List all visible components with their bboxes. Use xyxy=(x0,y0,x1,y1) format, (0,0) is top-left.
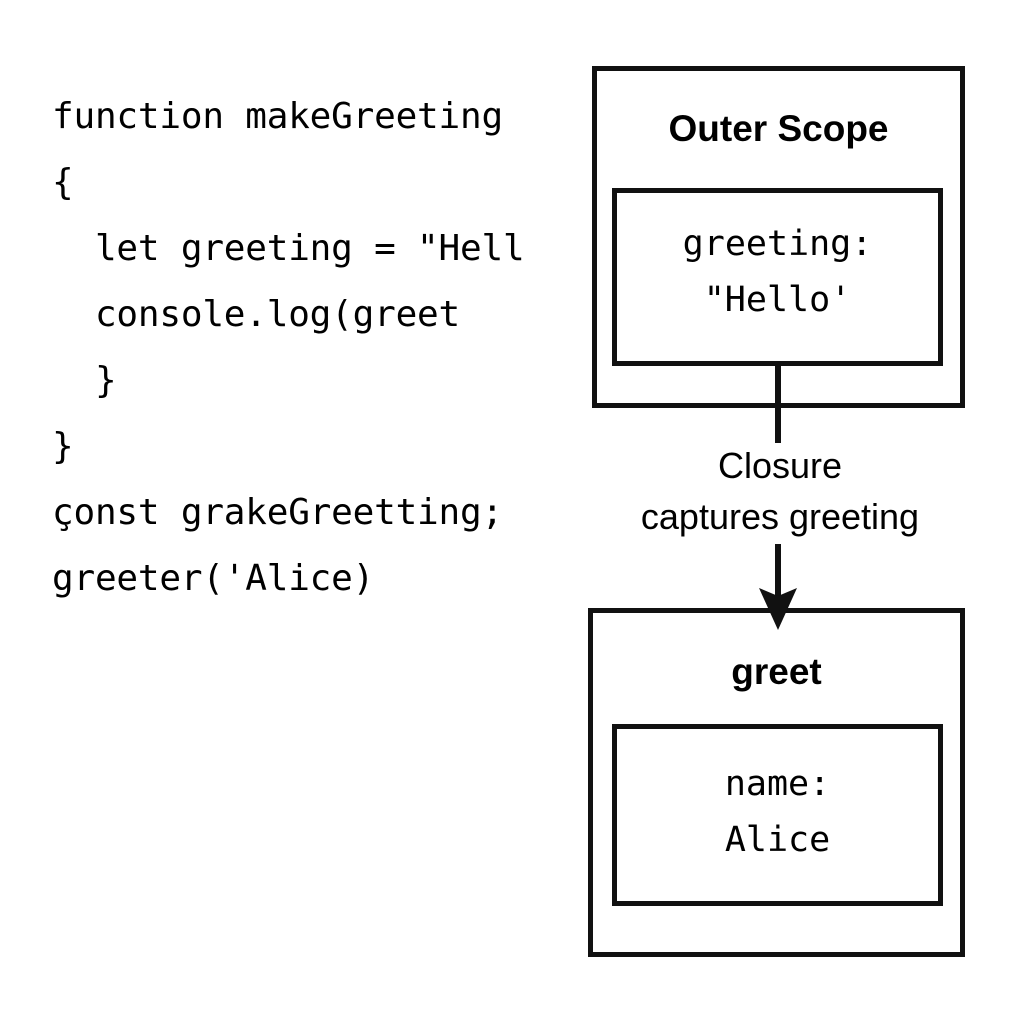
code-line: çonst grakeGreetting; xyxy=(52,492,503,533)
outer-scope-title: Outer Scope xyxy=(668,108,889,149)
greeting-variable-value: "Hello' xyxy=(703,280,852,320)
arrow-down-icon xyxy=(759,544,797,630)
closure-caption-line2: captures greeting xyxy=(640,496,920,537)
name-variable-key: name: xyxy=(724,764,831,804)
code-line: let greeting = "Hell xyxy=(52,228,525,269)
closure-connector-line xyxy=(775,363,781,443)
closure-caption: Closure captures greeting xyxy=(560,440,1000,542)
code-line: } xyxy=(52,426,74,467)
greeting-variable-key: greeting: xyxy=(682,224,873,264)
code-line: function makeGreeting xyxy=(52,96,503,137)
name-variable-value: Alice xyxy=(724,820,831,860)
code-line: } xyxy=(52,360,117,401)
code-line: console.log(greet xyxy=(52,294,461,335)
name-variable-box xyxy=(612,724,943,906)
name-variable-content: name: Alice xyxy=(612,756,943,868)
greet-scope-title: greet xyxy=(731,651,822,692)
code-line: greeter('Alice) xyxy=(52,558,375,599)
code-snippet: function makeGreeting { let greeting = "… xyxy=(52,84,612,612)
greeting-variable-box xyxy=(612,188,943,366)
greeting-variable-content: greeting: "Hello' xyxy=(612,216,943,328)
closure-caption-line1: Closure xyxy=(717,445,843,486)
code-line: { xyxy=(52,162,74,203)
